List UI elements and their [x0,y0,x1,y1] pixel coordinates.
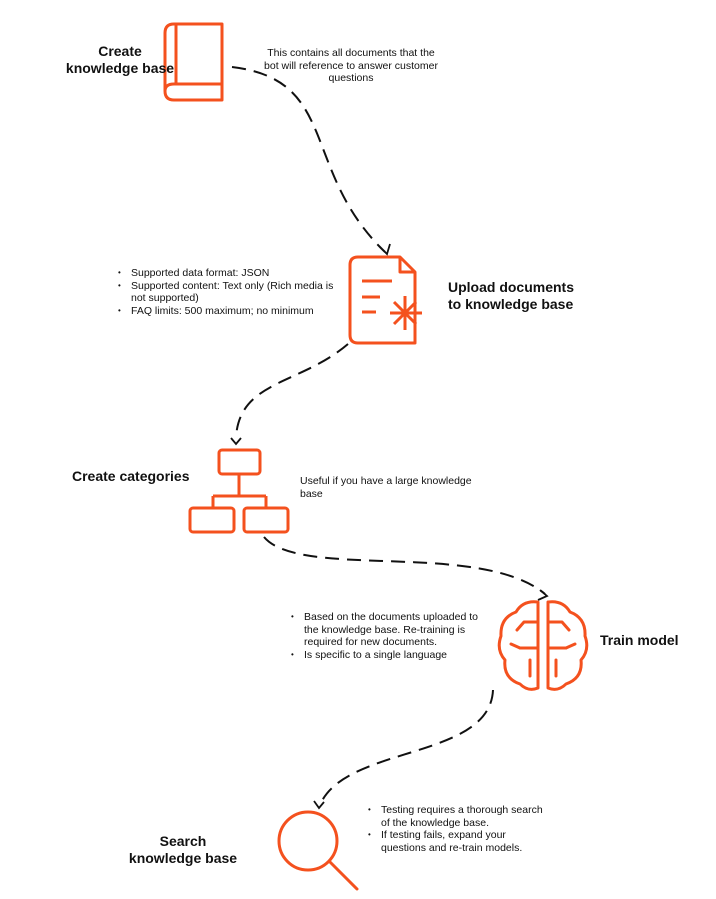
bullet-item: If testing fails, expand your questions … [368,829,543,854]
arrowhead-3 [537,589,549,601]
step-bullets-search-knowledge-base: Testing requires a thorough search of th… [368,804,543,854]
bullet-item: Is specific to a single language [291,649,491,662]
brain-icon [497,600,589,691]
arrowhead-1 [378,243,391,256]
bullet-item: Based on the documents uploaded to the k… [291,611,491,649]
magnifier-icon [277,810,359,891]
bullet-item: Supported data format: JSON [118,267,336,280]
book-icon [163,22,224,102]
bullet-item: Testing requires a thorough search of th… [368,804,543,829]
bullet-item: FAQ limits: 500 maximum; no minimum [118,305,336,318]
step-bullets-upload-documents: Supported data format: JSON Supported co… [118,267,336,317]
step-title-create-knowledge-base: Create knowledge base [65,43,175,76]
hierarchy-icon [188,448,290,534]
bullet-item: Supported content: Text only (Rich media… [118,280,336,305]
connector-4-5 [319,689,494,806]
step-title-upload-documents: Upload documents to knowledge base [448,279,575,312]
step-bullets-train-model: Based on the documents uploaded to the k… [291,611,491,661]
step-title-search-knowledge-base: Search knowledge base [128,833,238,866]
step-title-train-model: Train model [600,632,679,648]
connector-1-2 [231,66,386,253]
document-upload-icon [348,255,422,345]
connector-3-4 [263,536,546,595]
step-title-create-categories: Create categories [72,468,190,484]
arrowhead-2 [230,437,242,446]
connector-2-3 [235,343,349,438]
arrowhead-4 [313,800,325,810]
step-note-create-knowledge-base: This contains all documents that the bot… [264,47,438,84]
step-note-create-categories: Useful if you have a large knowledge bas… [300,475,472,500]
